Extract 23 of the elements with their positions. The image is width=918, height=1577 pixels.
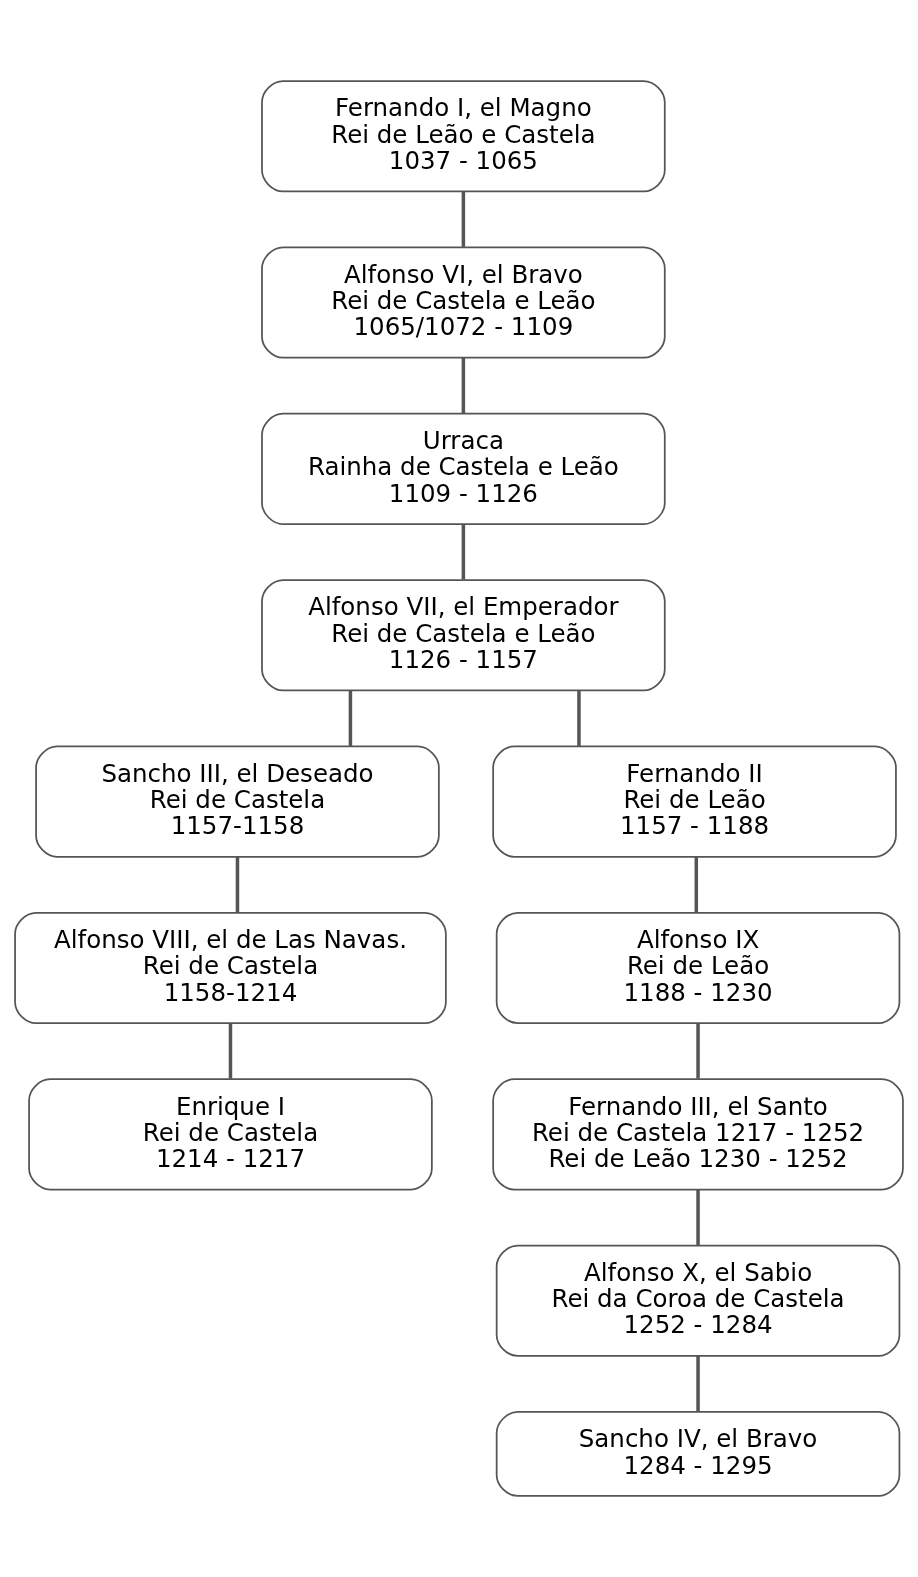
connector: [696, 1189, 700, 1245]
connector: [696, 1356, 700, 1412]
node-box: Fernando II Rei de Leão 1157 - 1188: [492, 745, 897, 858]
connector: [696, 1023, 700, 1079]
connector: [694, 857, 699, 913]
node-box: Sancho III, el Deseado Rei de Castela 1157-1158: [35, 745, 440, 858]
connector: [461, 524, 466, 580]
node-box: Fernando III, el Santo Rei de Castela 1217 - 1252 Rei de Leão 1230 - 1252: [492, 1078, 904, 1191]
node-box: Alfonso VI, el Bravo Rei de Castela e Leão 1065/1072 - 1109: [261, 246, 666, 359]
connector: [461, 357, 466, 414]
node-box: Alfonso VII, el Emperador Rei de Castela e Leão 1126 - 1157: [261, 579, 666, 692]
connector: [577, 690, 581, 746]
connector: [235, 857, 240, 913]
node-box: Enrique I Rei de Castela 1214 - 1217: [28, 1078, 433, 1191]
connector: [348, 690, 353, 746]
node-box: Alfonso IX Rei de Leão 1188 - 1230: [495, 911, 901, 1025]
node-box: Fernando I, el Magno Rei de Leão e Castela 1037 - 1065: [261, 80, 666, 193]
node-box: Sancho IV, el Bravo 1284 - 1295: [495, 1411, 901, 1497]
node-box: Alfonso X, el Sabio Rei da Coroa de Castela 1252 - 1284: [495, 1244, 901, 1357]
node-box: Urraca Rainha de Castela e Leão 1109 - 1126: [261, 412, 666, 525]
connector: [461, 191, 466, 247]
node-box: Alfonso VIII, el de Las Navas. Rei de Castela 1158-1214: [14, 911, 447, 1025]
connector: [228, 1023, 233, 1079]
